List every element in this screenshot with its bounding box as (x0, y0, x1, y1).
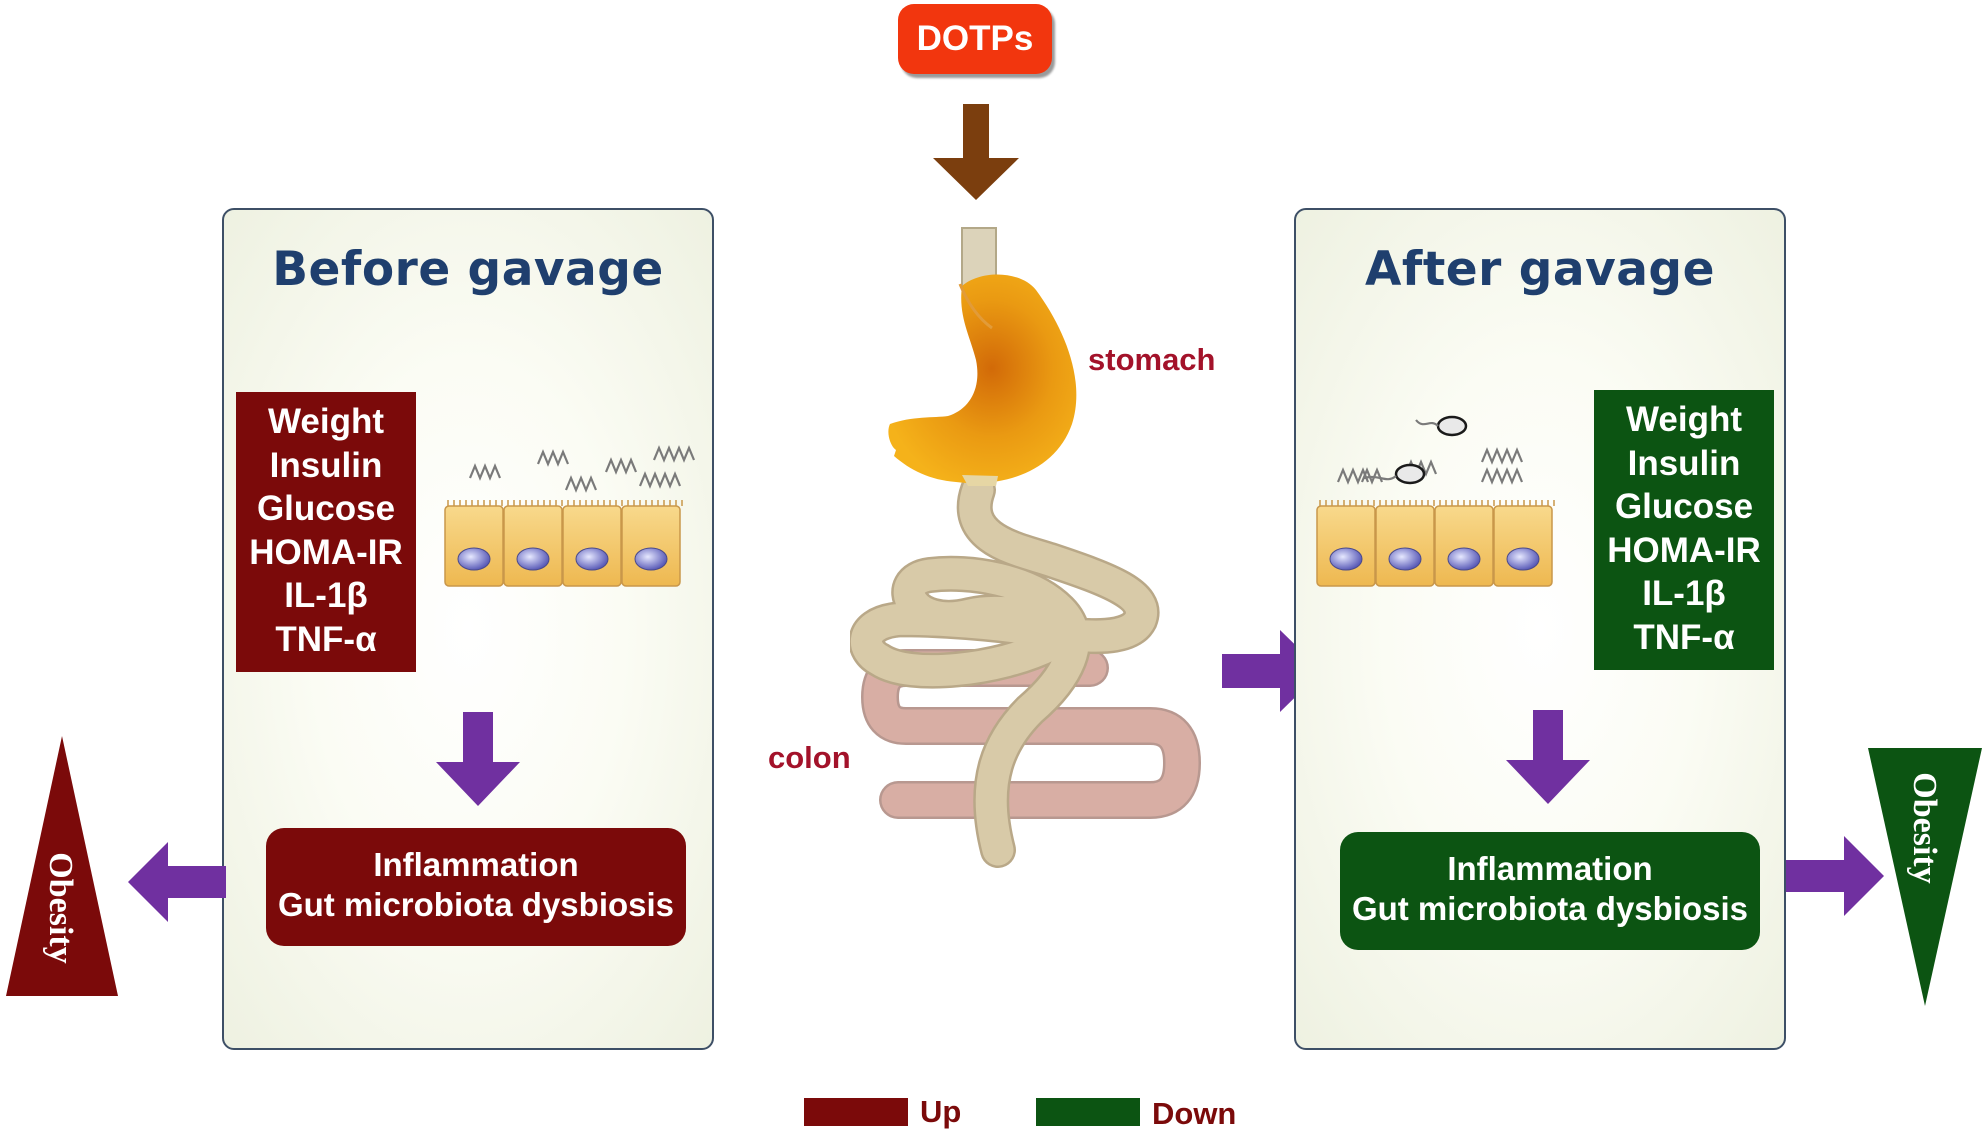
before-down-arrow (436, 712, 520, 806)
after-gavage-title: After gavage (1365, 242, 1715, 297)
before-markers-box: Weight Insulin Glucose HOMA-IR IL-1β TNF… (236, 392, 416, 672)
after-marker-homa-ir: HOMA-IR (1607, 530, 1761, 570)
after-outcome-box: Inflammation Gut microbiota dysbiosis (1340, 832, 1760, 950)
villi (447, 500, 683, 506)
cell-nuclei (1329, 547, 1540, 571)
before-epithelium-illustration (444, 445, 696, 587)
after-epithelium-illustration (1316, 415, 1555, 587)
legend-down-label: Down (1152, 1096, 1237, 1131)
cell-nuclei (457, 547, 668, 571)
dotps-badge: DOTPs (898, 4, 1052, 74)
before-gavage-title: Before gavage (272, 242, 664, 297)
probiotic-bacteria (1394, 415, 1468, 485)
obesity-decrease-triangle (1868, 748, 1982, 1006)
legend-down-swatch (1036, 1098, 1140, 1126)
legend-up-label: Up (920, 1094, 962, 1129)
before-outcome-inflammation: Inflammation (373, 846, 579, 883)
after-marker-tnfa: TNF-α (1633, 617, 1735, 657)
after-down-arrow (1506, 710, 1590, 804)
stomach-illustration (888, 274, 1077, 486)
obesity-increase-triangle (6, 736, 118, 996)
after-marker-insulin: Insulin (1627, 443, 1741, 483)
villi (1319, 500, 1555, 506)
before-outcome-dysbiosis: Gut microbiota dysbiosis (277, 886, 675, 923)
obesity-up-label: Obesity (42, 852, 79, 964)
after-outcome-dysbiosis: Gut microbiota dysbiosis (1351, 890, 1749, 927)
legend-up-swatch (804, 1098, 908, 1126)
before-marker-insulin: Insulin (269, 445, 383, 485)
before-outcome-box: Inflammation Gut microbiota dysbiosis (266, 828, 686, 946)
before-marker-tnfa: TNF-α (275, 619, 377, 659)
dotps-down-arrow (933, 104, 1019, 200)
after-obesity-arrow (1786, 836, 1884, 916)
bacteria-squiggles (1336, 447, 1524, 485)
bacteria-squiggles (468, 445, 696, 493)
after-marker-glucose: Glucose (1614, 487, 1754, 526)
after-marker-weight: Weight (1625, 400, 1742, 439)
before-marker-homa-ir: HOMA-IR (249, 532, 403, 572)
gi-tract-illustration (850, 227, 1202, 868)
after-outcome-inflammation: Inflammation (1447, 850, 1653, 887)
stomach-label: stomach (1088, 342, 1216, 377)
colon-label: colon (768, 740, 851, 775)
after-markers-box: Weight Insulin Glucose HOMA-IR IL-1β TNF… (1594, 390, 1774, 670)
before-marker-il1b: IL-1β (284, 576, 368, 615)
obesity-down-label: Obesity (1906, 772, 1943, 884)
dotps-label: DOTPs (916, 19, 1034, 58)
after-marker-il1b: IL-1β (1642, 574, 1726, 613)
epithelial-cells (1316, 505, 1553, 587)
before-marker-weight: Weight (267, 402, 384, 441)
epithelial-cells (444, 505, 681, 587)
before-marker-glucose: Glucose (256, 489, 396, 528)
small-intestine-illustration (850, 472, 1160, 868)
before-obesity-arrow (128, 842, 226, 922)
